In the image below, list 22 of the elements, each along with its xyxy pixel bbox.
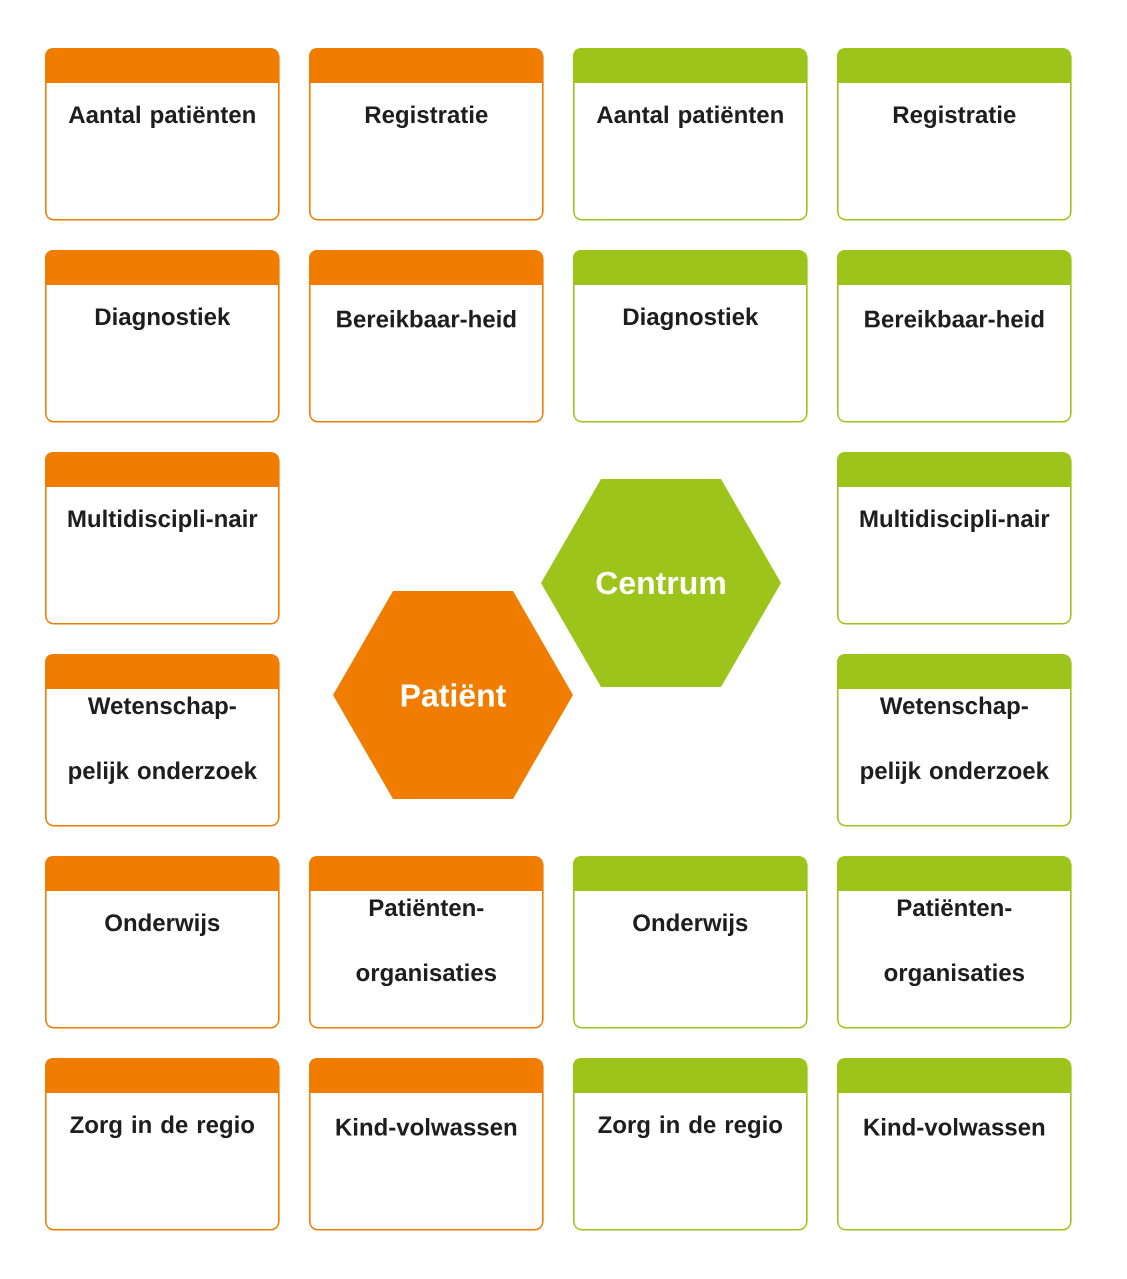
card: Kind-volwassen [309, 1058, 544, 1231]
card: Registratie [837, 48, 1072, 221]
card: Multidiscipli-nair [45, 452, 280, 625]
card: Registratie [309, 48, 544, 221]
hexagon: Patiënt [333, 591, 573, 799]
card: Aantal patiënten [573, 48, 808, 221]
card: Onderwijs [45, 856, 280, 1029]
card: Onderwijs [573, 856, 808, 1029]
card: Zorg in de regio [573, 1058, 808, 1231]
card: Diagnostiek [45, 250, 280, 423]
card: Patiënten-organisaties [837, 856, 1072, 1029]
card: Aantal patiënten [45, 48, 280, 221]
card: Patiënten-organisaties [309, 856, 544, 1029]
hexagon: Centrum [541, 479, 781, 687]
card: Wetenschap-pelijk onderzoek [45, 654, 280, 827]
card: Multidiscipli-nair [837, 452, 1072, 625]
card: Bereikbaar-heid [837, 250, 1072, 423]
card: Bereikbaar-heid [309, 250, 544, 423]
card: Wetenschap-pelijk onderzoek [837, 654, 1072, 827]
card: Kind-volwassen [837, 1058, 1072, 1231]
card: Diagnostiek [573, 250, 808, 423]
card: Zorg in de regio [45, 1058, 280, 1231]
